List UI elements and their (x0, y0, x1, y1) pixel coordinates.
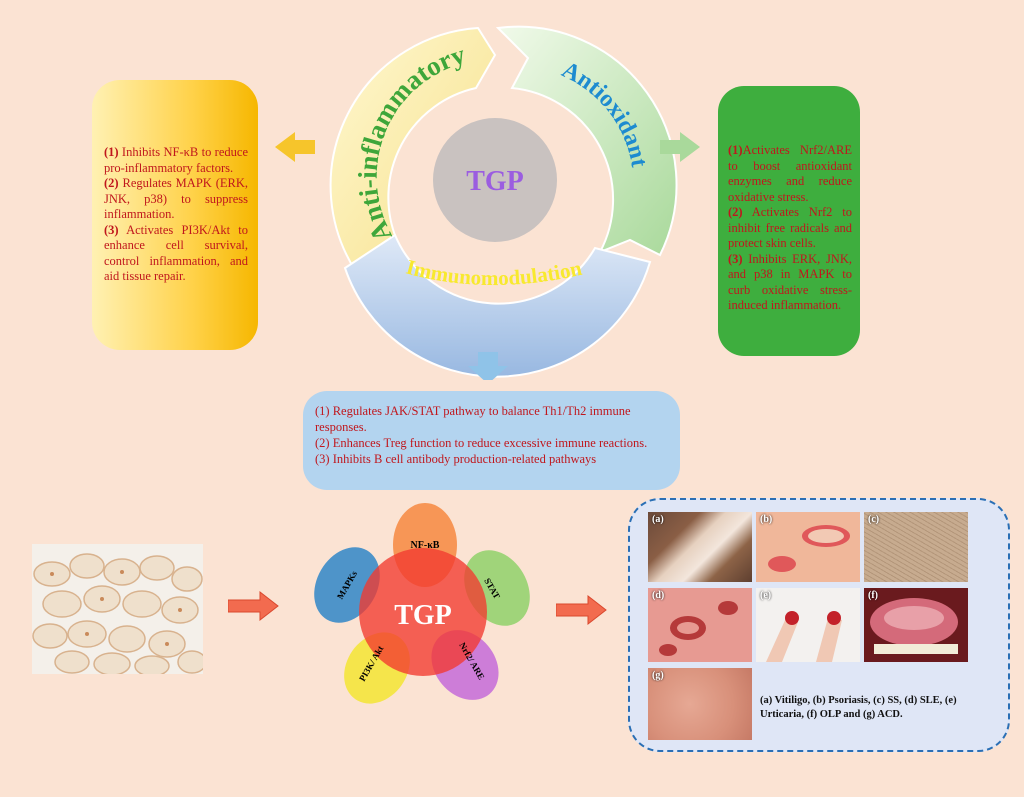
anti-inflammatory-item-1: (1) Inhibits NF-κB to reduce pro-inflamm… (104, 145, 248, 175)
disease-image-olp: (f) (864, 588, 968, 662)
immuno-item-1: (1) Regulates JAK/STAT pathway to balanc… (315, 404, 631, 434)
antioxidant-item-2: (2) Activates Nrf2 to inhibit free radic… (728, 205, 852, 250)
disease-image-ss: (c) (864, 512, 968, 582)
immunomodulation-panel: (1) Regulates JAK/STAT pathway to balanc… (303, 391, 680, 490)
anti-inflammatory-item-3: (3) Activates PI3K/Akt to enhance cell s… (104, 222, 248, 284)
anti-inflammatory-panel-bg (92, 80, 258, 350)
pathway-venn-diagram: TGP NF-κB STAT Nrf2/ ARE PI3K/ Akt MAPKs (314, 503, 530, 704)
arrow-down (468, 352, 508, 380)
tgp-ring-diagram: Anti-inflammatory Antioxidant Immunomodu… (92, 25, 860, 380)
herb-slices-image (32, 544, 203, 674)
disease-image-psoriasis: (b) (756, 512, 860, 582)
disease-image-urticaria: (e) (756, 588, 860, 662)
arrow-herb-to-venn (228, 590, 279, 622)
disease-image-vitiligo: (a) (648, 512, 752, 582)
anti-inflammatory-item-2: (2) Regulates MAPK (ERK, JNK, p38) to su… (104, 176, 248, 221)
antioxidant-panel: (1)Activates Nrf2/ARE to boost antioxida… (728, 143, 852, 314)
immuno-item-2: (2) Enhances Treg function to reduce exc… (315, 436, 648, 450)
antioxidant-item-1: (1)Activates Nrf2/ARE to boost antioxida… (728, 143, 852, 204)
venn-petal-label-0: NF-κB (411, 540, 440, 551)
arrow-right (660, 132, 700, 162)
venn-center-circle (359, 548, 487, 676)
antioxidant-segment (495, 25, 678, 257)
immunomodulation-segment (343, 233, 652, 378)
antioxidant-item-3: (3) Inhibits ERK, JNK, and p38 in MAPK t… (728, 251, 852, 313)
disease-image-sle: (d) (648, 588, 752, 662)
arrow-venn-to-diseases (556, 594, 607, 626)
immuno-item-3: (3) Inhibits B cell antibody production-… (315, 452, 597, 466)
diseases-caption: (a) Vitiligo, (b) Psoriasis, (c) SS, (d)… (760, 695, 957, 720)
anti-inflammatory-segment (329, 26, 497, 272)
tgp-center-circle (433, 118, 557, 242)
venn-center-label: TGP (394, 600, 452, 631)
arrow-left (275, 132, 315, 162)
anti-inflammatory-panel: (1) Inhibits NF-κB to reduce pro-inflamm… (104, 145, 248, 285)
antioxidant-panel-bg (718, 86, 860, 356)
disease-image-acd: (g) (648, 668, 752, 740)
tgp-center-label: TGP (466, 166, 524, 197)
